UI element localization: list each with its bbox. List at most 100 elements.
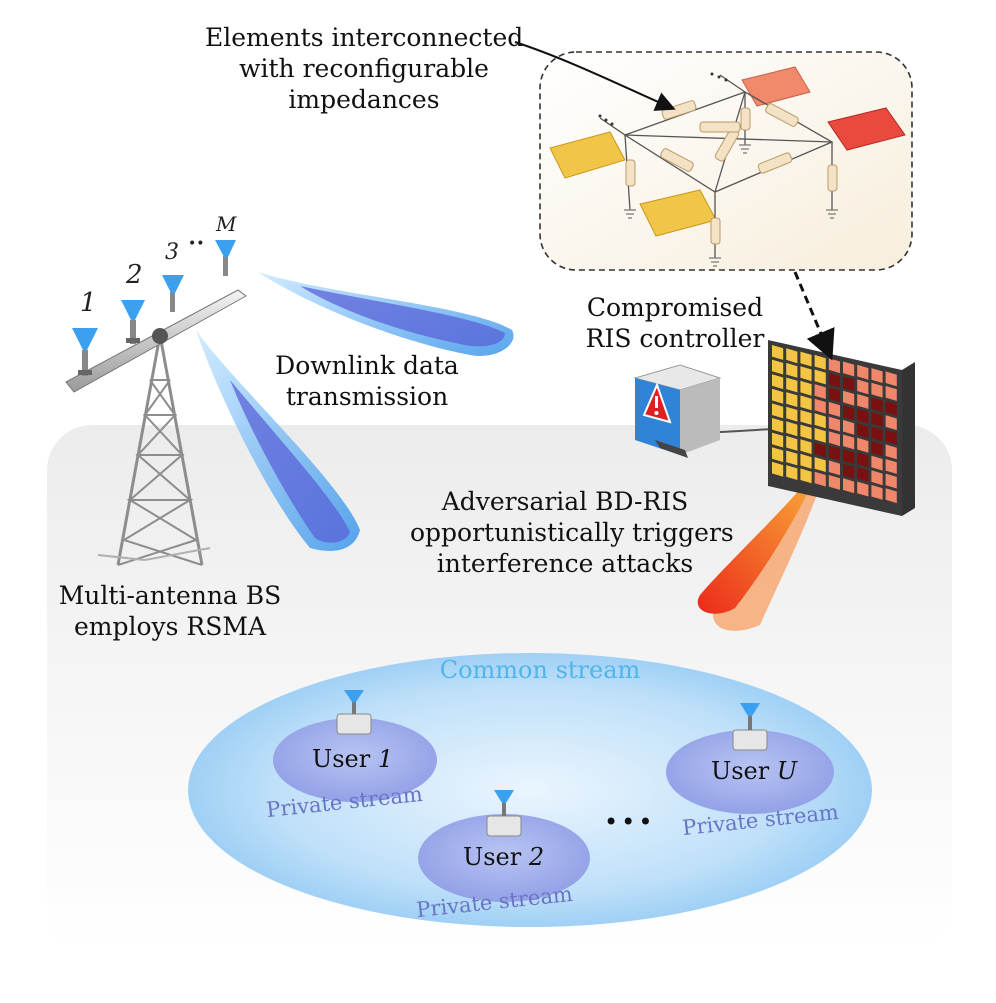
- ris-element: [871, 397, 883, 413]
- ris-element: [843, 434, 855, 450]
- ris-element: [772, 461, 784, 477]
- ris-element: [786, 435, 798, 451]
- users-ellipsis: •••: [604, 808, 656, 836]
- user-device-icon: [336, 690, 768, 837]
- user-1-label: User 1: [312, 745, 393, 773]
- ris-element: [828, 387, 840, 403]
- ris-element: [843, 449, 855, 464]
- ris-element: [885, 429, 897, 445]
- ris-element: [857, 437, 869, 453]
- elements-label-line2: with reconfigurable: [239, 54, 489, 83]
- adversarial-label: Adversarial BD-RIS opportunistically tri…: [410, 486, 734, 579]
- downlink-label: Downlink data transmission: [262, 350, 472, 412]
- compromised-label-line1: Compromised: [586, 293, 764, 322]
- ris-element: [814, 427, 826, 443]
- ris-element: [885, 488, 897, 504]
- common-stream-label: Common stream: [439, 656, 641, 684]
- ris-element: [772, 359, 784, 375]
- ris-element: [800, 380, 812, 396]
- ris-element: [871, 426, 883, 442]
- ris-element: [786, 362, 798, 378]
- ris-element: [814, 369, 826, 385]
- bs-label-line1: Multi-antenna BS: [58, 581, 282, 610]
- adversarial-label-line2: opportunistically triggers: [410, 518, 734, 547]
- ris-element: [800, 366, 812, 382]
- ris-element: [857, 394, 869, 409]
- warning-icon: [642, 382, 672, 424]
- elements-label-line1: Elements interconnected: [205, 23, 524, 52]
- ris-element: [786, 421, 798, 437]
- ris-element: [772, 418, 784, 433]
- user-1-prefix: User: [312, 745, 378, 773]
- ris-element: [800, 410, 812, 425]
- ris-element: [828, 372, 840, 388]
- ris-element: [800, 468, 812, 484]
- ris-element: [843, 361, 855, 377]
- compromised-label: Compromised RIS controller: [575, 292, 775, 354]
- ris-element: [843, 463, 855, 479]
- ris-element: [857, 481, 869, 497]
- ris-element: [828, 445, 840, 461]
- ris-element: [800, 424, 812, 440]
- ris-element: [772, 432, 784, 448]
- user-u-prefix: User: [711, 757, 777, 785]
- antenna-icon: [72, 240, 236, 376]
- ris-element: [772, 447, 784, 463]
- ris-element: [828, 416, 840, 432]
- ris-element: [885, 459, 897, 474]
- ris-element: [786, 392, 798, 407]
- ris-element: [857, 423, 869, 439]
- ris-element: [843, 405, 855, 421]
- downlink-label-line2: transmission: [285, 382, 449, 411]
- ris-element: [828, 460, 840, 476]
- ris-element: [772, 403, 784, 419]
- antenna-arm: [65, 289, 247, 393]
- adversarial-label-line1: Adversarial BD-RIS: [441, 487, 689, 516]
- ris-element: [871, 411, 883, 427]
- ris-element: [828, 431, 840, 447]
- ris-element: [814, 413, 826, 429]
- ris-element: [885, 415, 897, 431]
- ris-element: [828, 358, 840, 374]
- antenna-dots: ••: [188, 236, 205, 252]
- impedance-network-icon: [549, 66, 906, 267]
- ris-element: [857, 452, 869, 468]
- ris-element: [828, 475, 840, 490]
- ris-element: [814, 398, 826, 414]
- ris-element: [843, 376, 855, 391]
- ris-element: [800, 439, 812, 455]
- ris-element: [857, 379, 869, 395]
- antenna-2-label: 2: [126, 260, 143, 290]
- ris-element: [786, 348, 798, 364]
- user-2-index: 2: [528, 843, 545, 871]
- ris-element: [814, 471, 826, 487]
- ris-element: [772, 374, 784, 390]
- adversarial-label-line3: interference attacks: [436, 549, 694, 578]
- ris-element: [828, 402, 840, 417]
- user-u-area: [666, 730, 834, 814]
- ris-element: [772, 388, 784, 404]
- ris-element: [786, 377, 798, 393]
- elements-label: Elements interconnected with reconfigura…: [205, 22, 523, 115]
- ris-element: [885, 386, 897, 401]
- ris-element: [814, 384, 826, 399]
- ris-element: [885, 371, 897, 387]
- user-1-index: 1: [377, 745, 394, 773]
- ris-element: [857, 364, 869, 380]
- ris-element: [814, 442, 826, 458]
- user-1-area: [273, 718, 437, 802]
- ris-element: [885, 473, 897, 489]
- ris-element: [857, 408, 869, 424]
- user-2-label: User 2: [463, 843, 544, 871]
- ris-element: [871, 382, 883, 398]
- elements-arrow: [514, 41, 676, 111]
- bs-label-line2: employs RSMA: [73, 612, 267, 641]
- user-u-index: U: [776, 757, 798, 785]
- ris-panel-icon: [768, 340, 915, 516]
- user-2-prefix: User: [463, 843, 529, 871]
- antenna-m-label: M: [216, 212, 237, 236]
- beam-icon: [196, 272, 514, 551]
- ris-element: [786, 465, 798, 480]
- ris-element: [786, 450, 798, 466]
